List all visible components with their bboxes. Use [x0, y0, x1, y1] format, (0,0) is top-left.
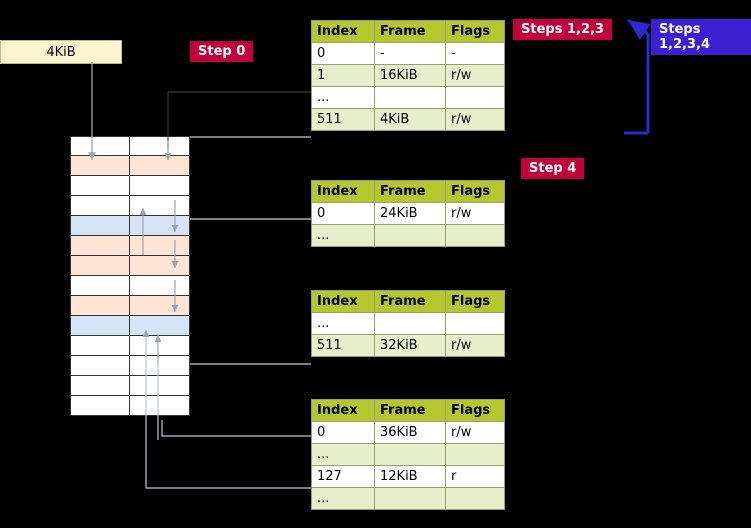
table-row: ... [311, 487, 505, 510]
cell-frame: 24KiB [374, 202, 446, 225]
cell-flags [445, 312, 505, 335]
label-step-4: Step 4 [521, 158, 585, 179]
cell-frame: 16KiB [374, 64, 446, 87]
cell-flags [445, 443, 505, 466]
cell-flags: r/w [445, 421, 505, 444]
column-header-flags: Flags [445, 290, 505, 313]
cell-flags [445, 224, 505, 247]
column-header-flags: Flags [445, 399, 505, 422]
column-header-index: Index [311, 180, 375, 203]
label-steps-123: Steps 1,2,3 [513, 19, 612, 40]
bracket-blue-arrow [627, 18, 651, 40]
memory-cell [70, 396, 190, 416]
column-header-flags: Flags [445, 180, 505, 203]
memory-cell [70, 296, 190, 316]
memory-cell [70, 276, 190, 296]
memory-cell [70, 216, 190, 236]
table-row: 0-- [311, 42, 505, 65]
cell-frame: 36KiB [374, 421, 446, 444]
cell-frame: - [374, 42, 446, 65]
memory-cell [70, 256, 190, 276]
memory-cell [70, 156, 190, 176]
cell-index: 0 [311, 42, 375, 65]
table-row: ... [311, 312, 505, 335]
cell-index: 127 [311, 465, 375, 488]
cell-flags: - [445, 42, 505, 65]
cell-index: 1 [311, 64, 375, 87]
cell-frame: 32KiB [374, 334, 446, 357]
line-pt4-a [161, 420, 311, 437]
label-steps-1234: Steps 1,2,3,4 [651, 19, 751, 55]
cell-frame [374, 487, 446, 510]
cell-index: 0 [311, 421, 375, 444]
cell-index: ... [311, 443, 375, 466]
memory-cell [70, 196, 190, 216]
cell-index: ... [311, 487, 375, 510]
column-header-index: Index [311, 20, 375, 43]
memory-column-divider [129, 136, 130, 416]
cell-flags: r/w [445, 108, 505, 131]
cell-index: 511 [311, 334, 375, 357]
label-step-0: Step 0 [190, 41, 254, 62]
memory-cell [70, 316, 190, 336]
cell-flags: r [445, 465, 505, 488]
table-row: ... [311, 443, 505, 466]
memory-cell [70, 356, 190, 376]
cell-flags: r/w [445, 64, 505, 87]
cell-frame: 4KiB [374, 108, 446, 131]
column-header-frame: Frame [374, 399, 446, 422]
cell-flags [445, 86, 505, 109]
column-header-frame: Frame [374, 20, 446, 43]
memory-cell [70, 236, 190, 256]
cell-flags [445, 487, 505, 510]
table-row: ... [311, 86, 505, 109]
cell-flags: r/w [445, 334, 505, 357]
four-kib-box: 4KiB [0, 40, 122, 64]
cell-index: ... [311, 224, 375, 247]
column-header-index: Index [311, 290, 375, 313]
cell-frame [374, 86, 446, 109]
memory-cell [70, 176, 190, 196]
cell-frame [374, 443, 446, 466]
cell-index: 0 [311, 202, 375, 225]
cell-index: 511 [311, 108, 375, 131]
cell-index: ... [311, 312, 375, 335]
memory-cell [70, 376, 190, 396]
cell-frame [374, 312, 446, 335]
cell-frame: 12KiB [374, 465, 446, 488]
column-header-index: Index [311, 399, 375, 422]
cell-flags: r/w [445, 202, 505, 225]
column-header-frame: Frame [374, 290, 446, 313]
memory-cell [70, 136, 190, 156]
memory-column [70, 136, 190, 416]
cell-index: ... [311, 86, 375, 109]
column-header-frame: Frame [374, 180, 446, 203]
column-header-flags: Flags [445, 20, 505, 43]
cell-frame [374, 224, 446, 247]
table-row: ... [311, 224, 505, 247]
memory-cell [70, 336, 190, 356]
